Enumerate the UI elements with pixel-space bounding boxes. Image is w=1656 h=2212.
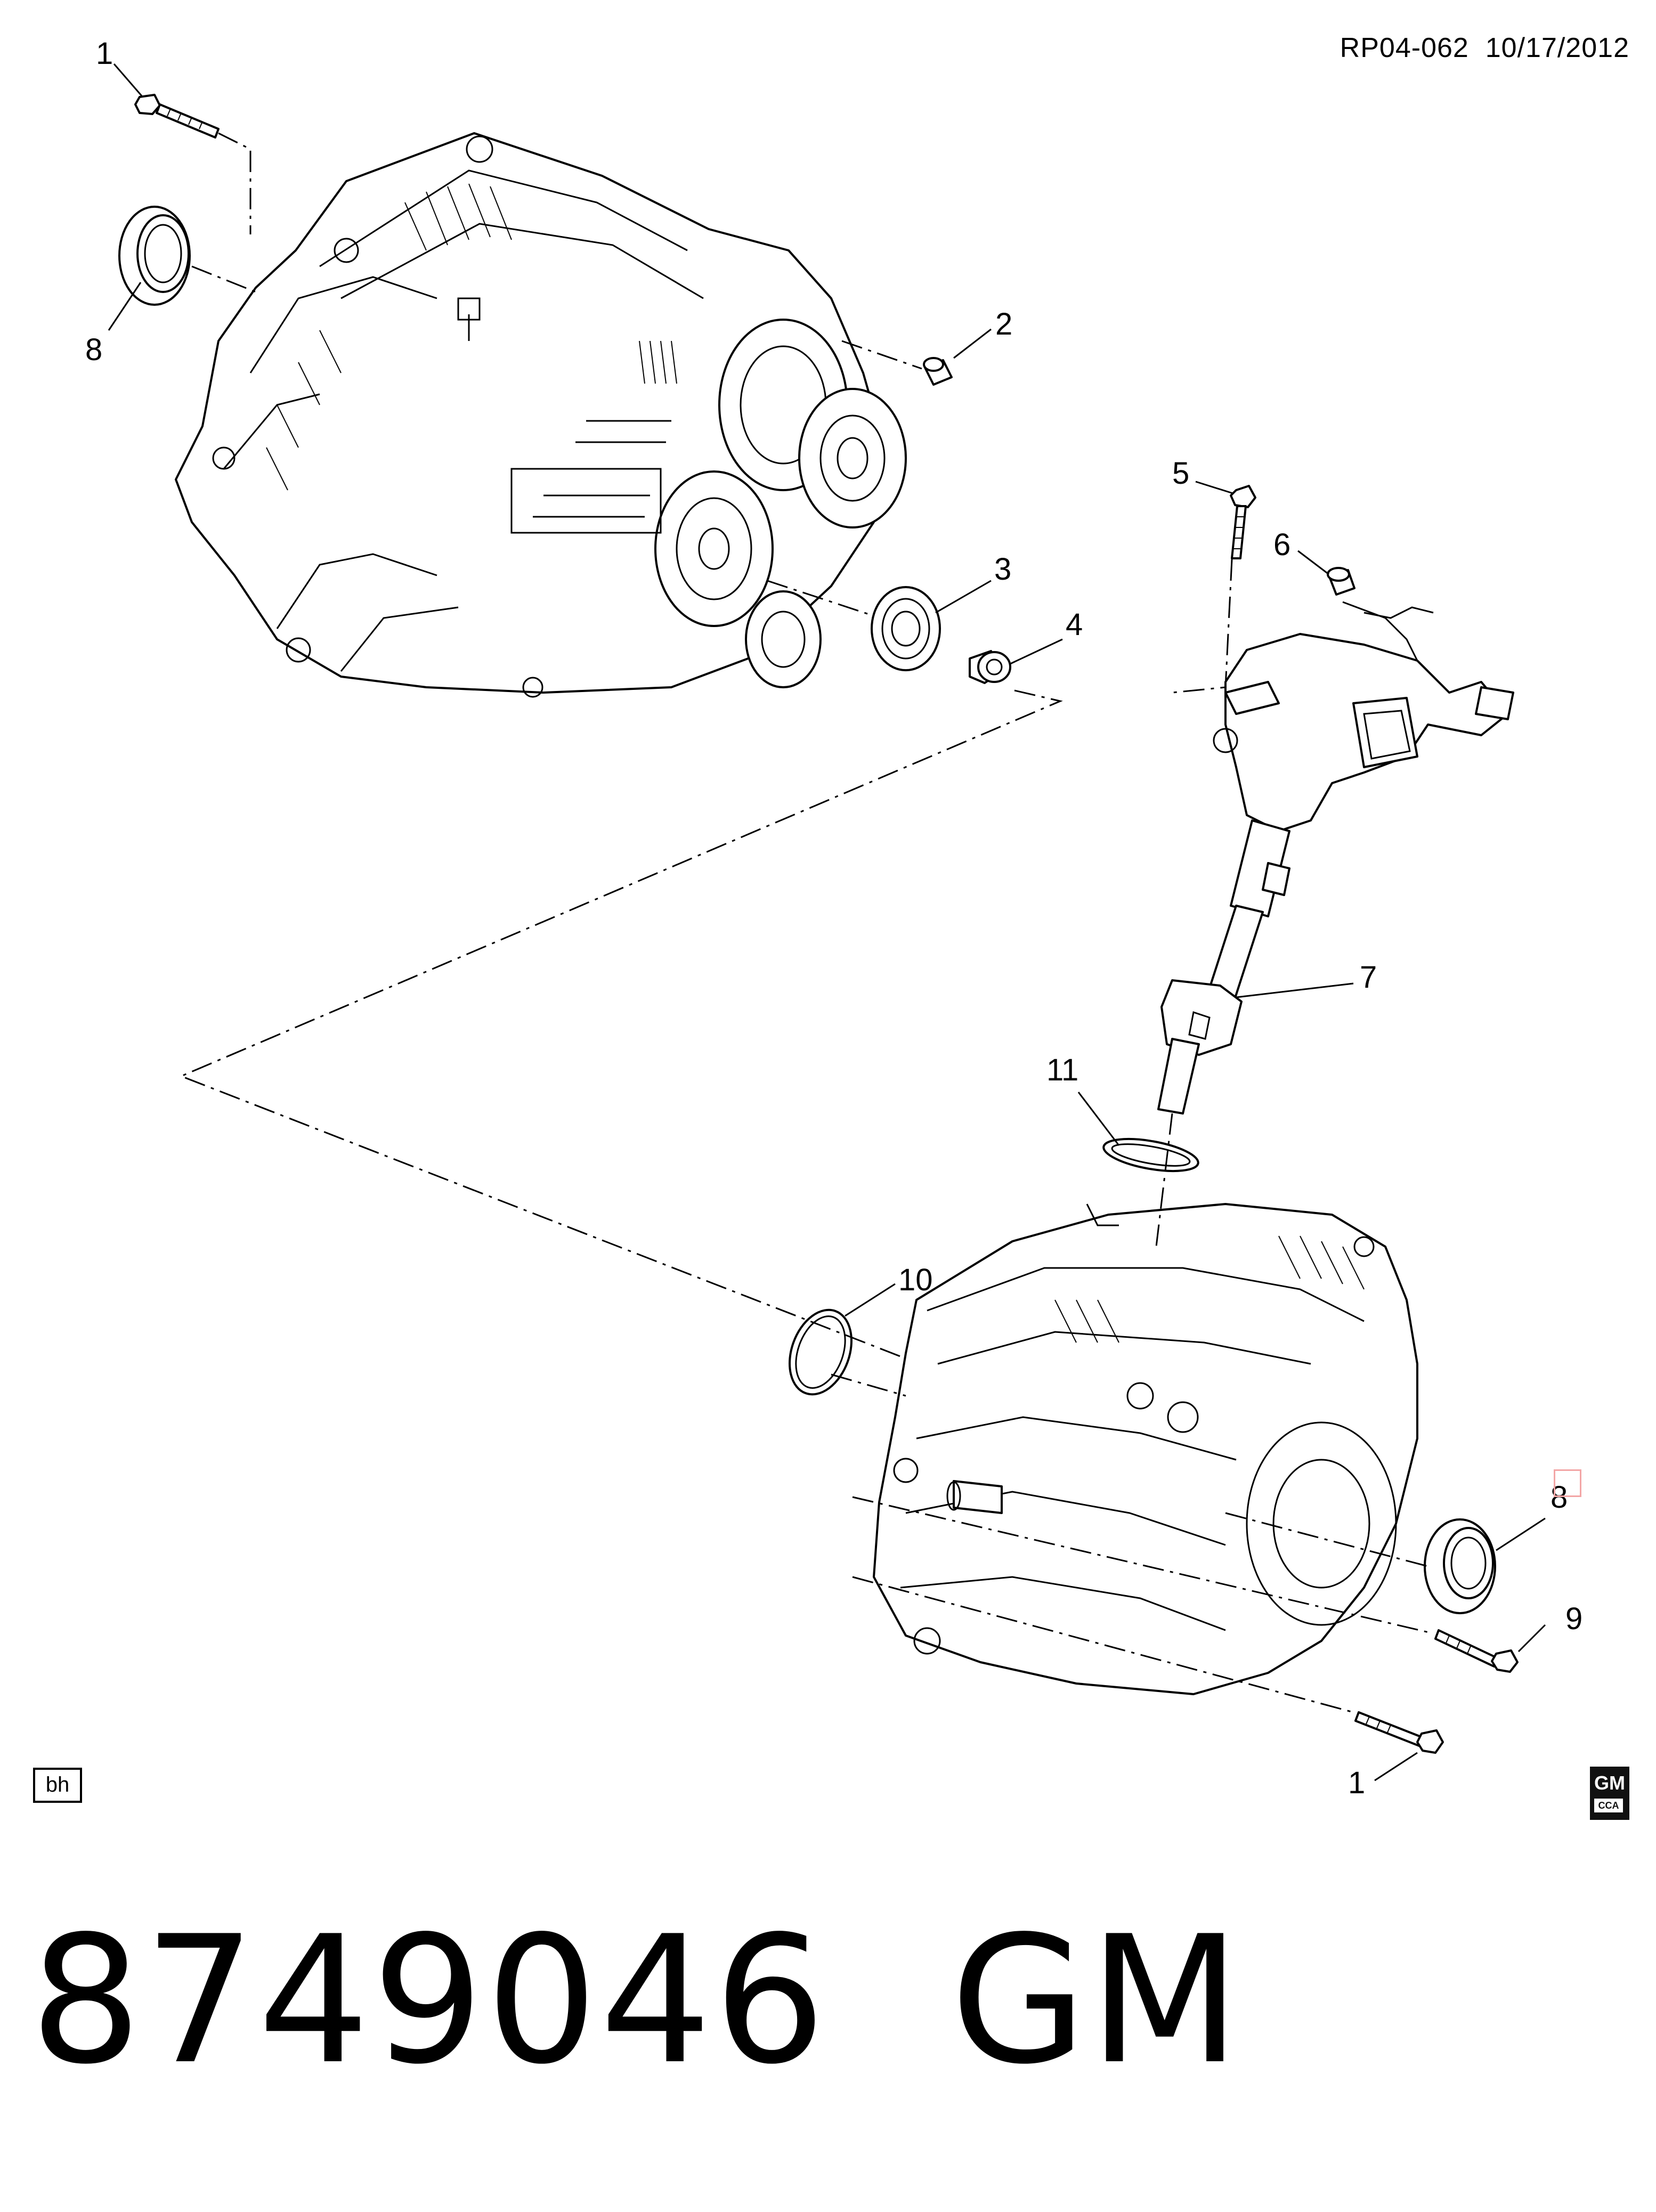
o-ring-10: [789, 1308, 853, 1396]
illustrator-tag: bh: [33, 1768, 82, 1803]
callout-9: 9: [1565, 1601, 1583, 1636]
bolt-1-top: [134, 94, 220, 139]
plug-4: [969, 650, 1011, 684]
callout-10: 10: [898, 1263, 933, 1297]
brand-name: GM: [950, 1898, 1243, 2103]
bolt-1-bottom: [1354, 1711, 1444, 1754]
shift-control-assembly: [1157, 601, 1514, 1115]
upper-transmission-housing: [175, 132, 907, 698]
seal-8-top: [118, 206, 191, 306]
cap-6: [1327, 567, 1355, 596]
lower-transmission-housing: [873, 1203, 1418, 1695]
highlight-marker: [1554, 1469, 1581, 1497]
drawing-code: RP04-062: [1340, 32, 1469, 63]
callout-1-top: 1: [96, 36, 113, 71]
callout-1-bottom: 1: [1348, 1766, 1366, 1800]
gm-logo: GM CCA: [1590, 1767, 1629, 1820]
assembly-lines: [179, 132, 1434, 1713]
callout-8-top: 8: [85, 332, 103, 367]
callout-2: 2: [995, 307, 1013, 341]
drawing-date: 10/17/2012: [1485, 32, 1629, 63]
gm-logo-sub: CCA: [1594, 1799, 1623, 1812]
part-number: 8749046: [30, 1898, 828, 2103]
bolt-5: [1230, 485, 1256, 559]
gm-logo-text: GM: [1594, 1772, 1625, 1794]
o-ring-11: [1102, 1138, 1199, 1172]
bearing-3: [871, 586, 941, 671]
callout-3: 3: [994, 552, 1012, 587]
seal-8-bottom: [1424, 1518, 1496, 1614]
drawing-reference: RP04-062 10/17/2012: [1340, 32, 1629, 64]
callout-11: 11: [1046, 1053, 1079, 1087]
callout-4: 4: [1066, 607, 1083, 642]
leader-lines: [108, 63, 1546, 1782]
bolt-9: [1434, 1629, 1519, 1673]
callout-5: 5: [1172, 456, 1190, 491]
dowel-2: [923, 357, 953, 386]
callout-6: 6: [1273, 527, 1291, 562]
callout-8-bottom: 8: [1551, 1480, 1568, 1515]
callout-7: 7: [1360, 960, 1377, 995]
